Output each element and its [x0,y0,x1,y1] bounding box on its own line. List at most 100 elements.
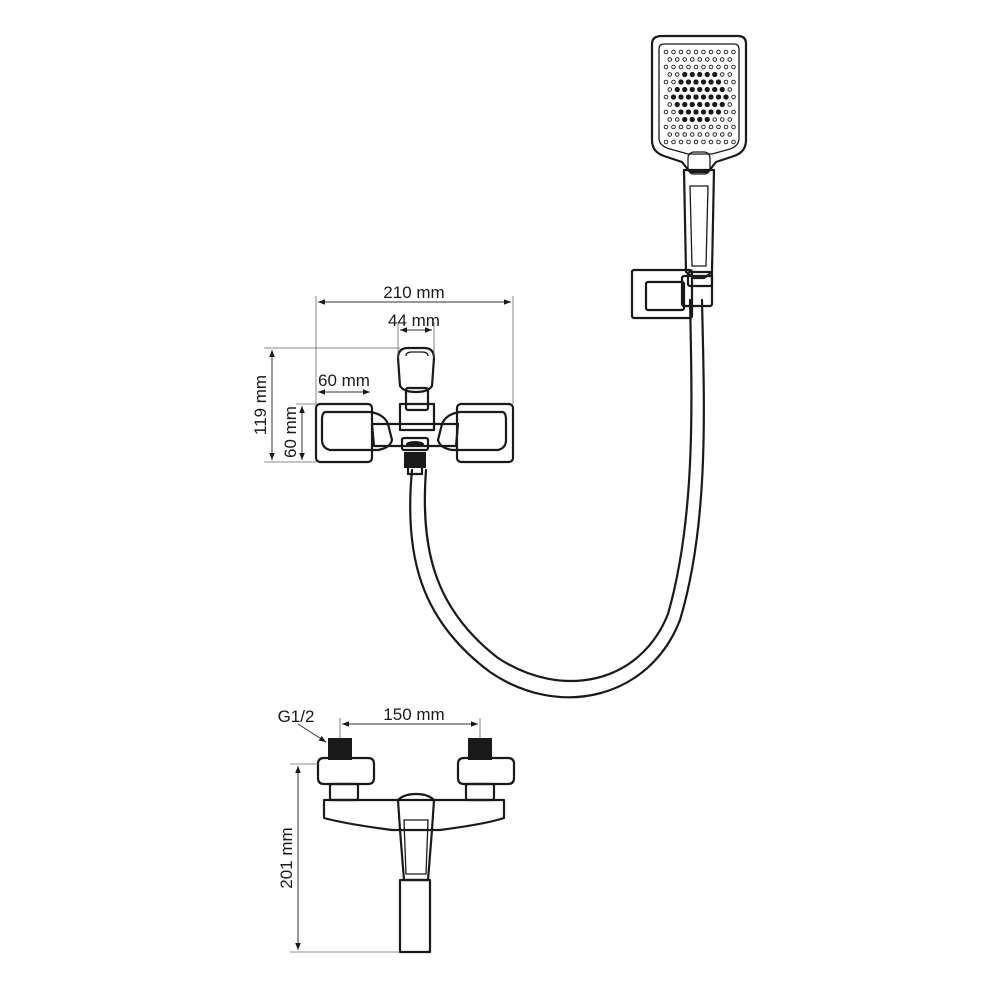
nozzle-dot [712,71,718,78]
nozzle-dot [716,124,721,130]
nozzle-dot [719,101,725,108]
nozzle-dot [704,116,710,123]
nozzle-dot [667,132,673,137]
nozzle-dot [682,116,688,123]
nozzle-dot [708,139,714,145]
nozzle-dot [663,94,669,100]
nozzle-dot [708,64,714,70]
nozzle-dot [667,117,673,122]
nozzle-dot [701,124,706,130]
nozzle-dot [708,49,714,55]
nozzle-dot [701,64,706,70]
nozzle-dot [731,124,736,130]
nozzle-dot [663,79,669,85]
nozzle-dot [731,94,736,100]
nozzle-dot [675,132,680,137]
nozzle-dot [686,64,691,70]
nozzle-dot [731,49,736,55]
nozzle-dot [701,49,706,55]
nozzle-dot [727,57,733,62]
nozzle-dot [682,101,688,108]
nozzle-dot [704,101,710,108]
nozzle-dot [686,139,691,145]
nozzle-dot [708,109,714,115]
handle-height-label: 60 mm [281,406,300,458]
nozzle-dot [727,132,733,137]
spout-width-label: 44 mm [388,311,440,330]
nozzle-dot [689,116,695,123]
nozzle-dot [731,64,736,70]
nozzle-dot [667,57,673,62]
nozzle-dot [731,139,736,145]
wall-bracket [630,268,714,320]
nozzle-dot [712,57,718,62]
nozzle-dot [678,79,684,85]
nozzle-dot [723,124,729,130]
nozzle-dot [663,124,669,130]
nozzle-dot [719,86,725,93]
nozzle-dot [727,72,733,77]
nozzle-dot [697,132,703,137]
nozzle-dot [697,71,703,78]
nozzle-dot [723,64,729,70]
nozzle-dot [700,79,707,85]
nozzle-dot [670,94,677,100]
nozzle-dot [675,117,680,122]
nozzle-dot [708,94,714,100]
nozzle-dot [682,57,688,62]
nozzle-dot [671,64,676,70]
nozzle-dot [667,87,673,92]
nozzle-dot [720,72,725,77]
nozzle-dot [671,109,676,115]
nozzle-dot [675,57,680,62]
nozzle-dot [682,71,688,78]
nozzle-dot [690,132,695,137]
nozzle-dot [727,117,733,122]
nozzle-dot [671,139,676,145]
nozzle-dot [723,109,729,115]
nozzle-dot [708,79,714,85]
nozzle-dot [700,94,707,100]
dimension-lines [264,296,514,953]
nozzle-dot [715,79,722,85]
mixer-front-view [314,346,515,476]
nozzle-dot [720,57,725,62]
depth-label: 201 mm [277,827,296,888]
nozzle-dot [685,109,692,115]
nozzle-dot [716,139,721,145]
nozzle-dot [716,64,721,70]
nozzle-dot [667,102,673,107]
nozzle-dot [693,79,699,85]
nozzle-dot [715,94,722,100]
hand-shower [650,34,748,288]
nozzle-dot [689,101,695,108]
nozzle-dot [671,79,676,85]
nozzle-dot [712,117,718,122]
mixer-top-view [316,738,516,954]
nozzle-dot [678,109,684,115]
nozzle-dot [693,139,699,145]
hose [409,298,705,699]
nozzle-dot [682,86,688,93]
nozzle-dot [716,49,721,55]
thread-label: G1/2 [278,707,315,726]
nozzle-dot [689,71,695,78]
nozzle-dot [705,57,710,62]
nozzle-dot [675,72,680,77]
nozzle-dot [671,49,676,55]
nozzle-dot [723,79,729,85]
nozzle-dot [678,64,684,70]
nozzle-dot [731,79,736,85]
overall-height-label: 119 mm [251,375,270,435]
nozzle-dot [727,102,733,107]
nozzle-dot [663,49,669,55]
nozzle-dot [667,72,673,77]
nozzle-dot [693,124,699,130]
nozzle-dot [686,124,691,130]
inlet-spacing-label: 150 mm [383,705,444,724]
nozzle-dot [708,124,714,130]
nozzle-dot [682,132,688,137]
nozzle-dot [689,86,695,93]
nozzle-dot [704,71,710,78]
nozzle-dot [663,64,669,70]
